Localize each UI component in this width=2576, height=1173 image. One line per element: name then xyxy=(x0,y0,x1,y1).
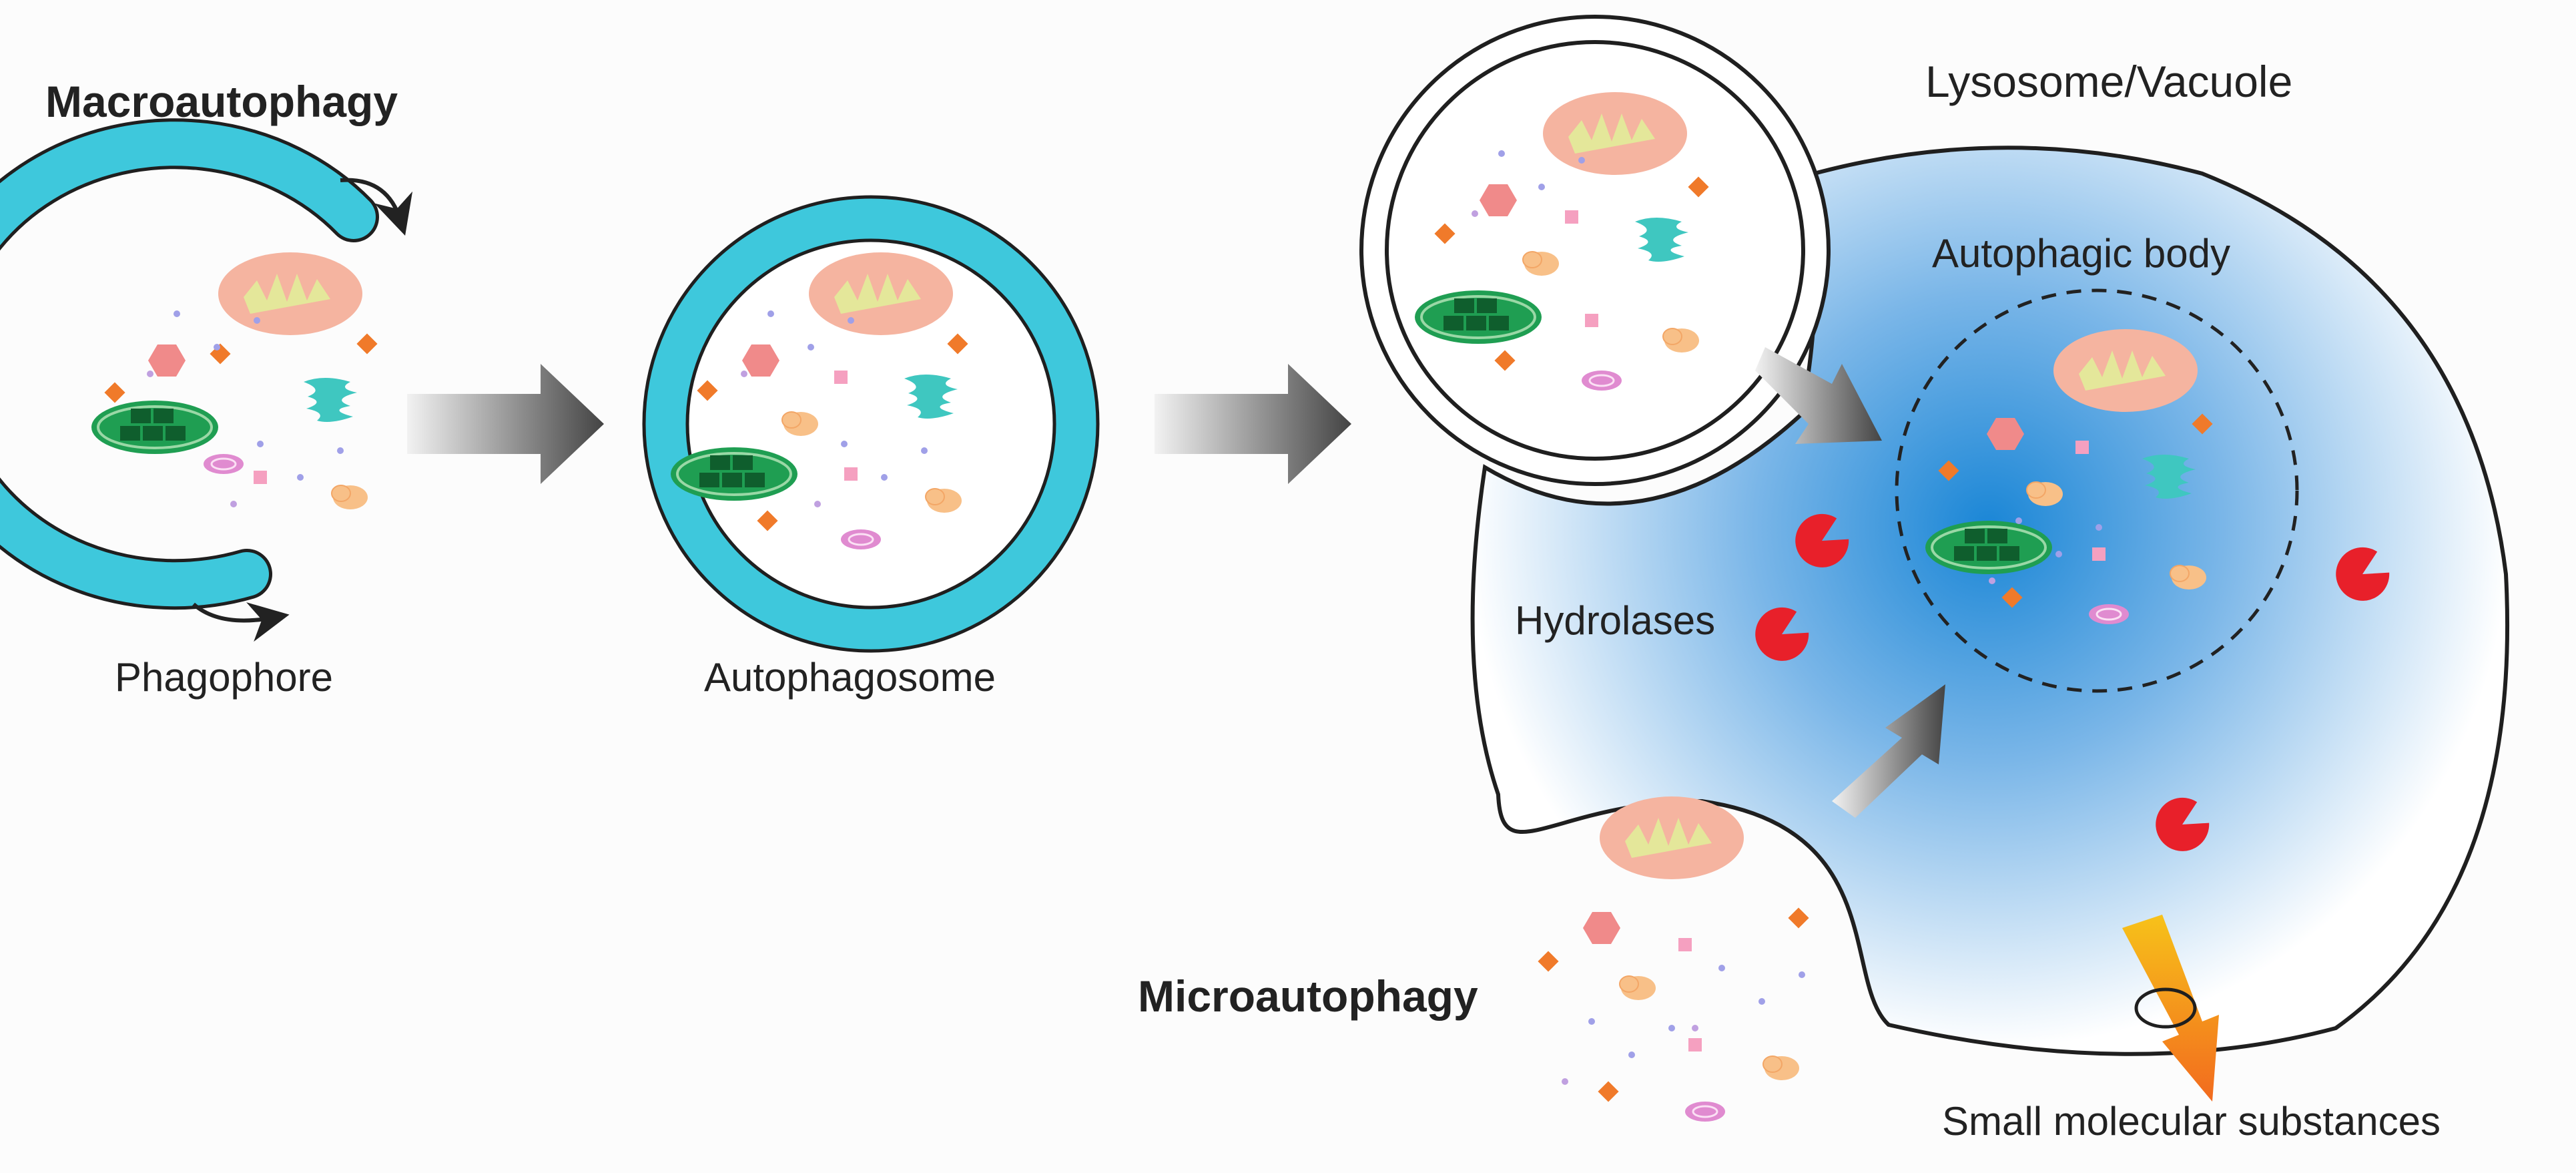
fusion-arrow xyxy=(1755,347,1882,444)
process-arrow-1 xyxy=(407,364,604,484)
phagophore xyxy=(0,118,413,642)
autophagic-body-label: Autophagic body xyxy=(1932,231,2230,276)
dots xyxy=(230,441,344,507)
vacuole-body xyxy=(1470,146,2509,1056)
autophagosome xyxy=(642,195,1100,653)
diamond-icon xyxy=(210,343,231,365)
microautophagy-label: Microautophagy xyxy=(1138,971,1478,1021)
curl-arrow-top xyxy=(340,178,413,236)
process-arrow-2 xyxy=(1155,364,1351,484)
pink-square-icon xyxy=(254,471,267,484)
diamond-icon xyxy=(104,382,125,403)
macroautophagy-label: Macroautophagy xyxy=(45,77,398,126)
chloroplast-icon xyxy=(90,399,220,455)
phagophore-label: Phagophore xyxy=(115,655,333,700)
membrane-pore xyxy=(2134,987,2197,1029)
er-icon xyxy=(304,378,357,422)
fusing-autophagosome xyxy=(1359,15,1831,486)
hexagon-icon xyxy=(148,344,186,377)
vesicle-icon xyxy=(331,485,368,510)
diamond-icon xyxy=(356,333,378,355)
microautophagy-cargo xyxy=(1538,796,1809,1123)
autophagosome-label: Autophagosome xyxy=(704,655,996,700)
curl-arrow-bottom xyxy=(192,602,290,642)
small-molecules-label: Small molecular substances xyxy=(1942,1099,2441,1144)
export-arrow xyxy=(2122,915,2219,1102)
hydrolases-label: Hydrolases xyxy=(1515,598,1715,643)
lysosome-label: Lysosome/Vacuole xyxy=(1925,57,2292,106)
mitochondrion-icon xyxy=(218,252,362,335)
disk-icon xyxy=(202,453,245,475)
autophagic-body xyxy=(1895,288,2299,693)
microautophagy-arrow xyxy=(1832,684,1945,818)
